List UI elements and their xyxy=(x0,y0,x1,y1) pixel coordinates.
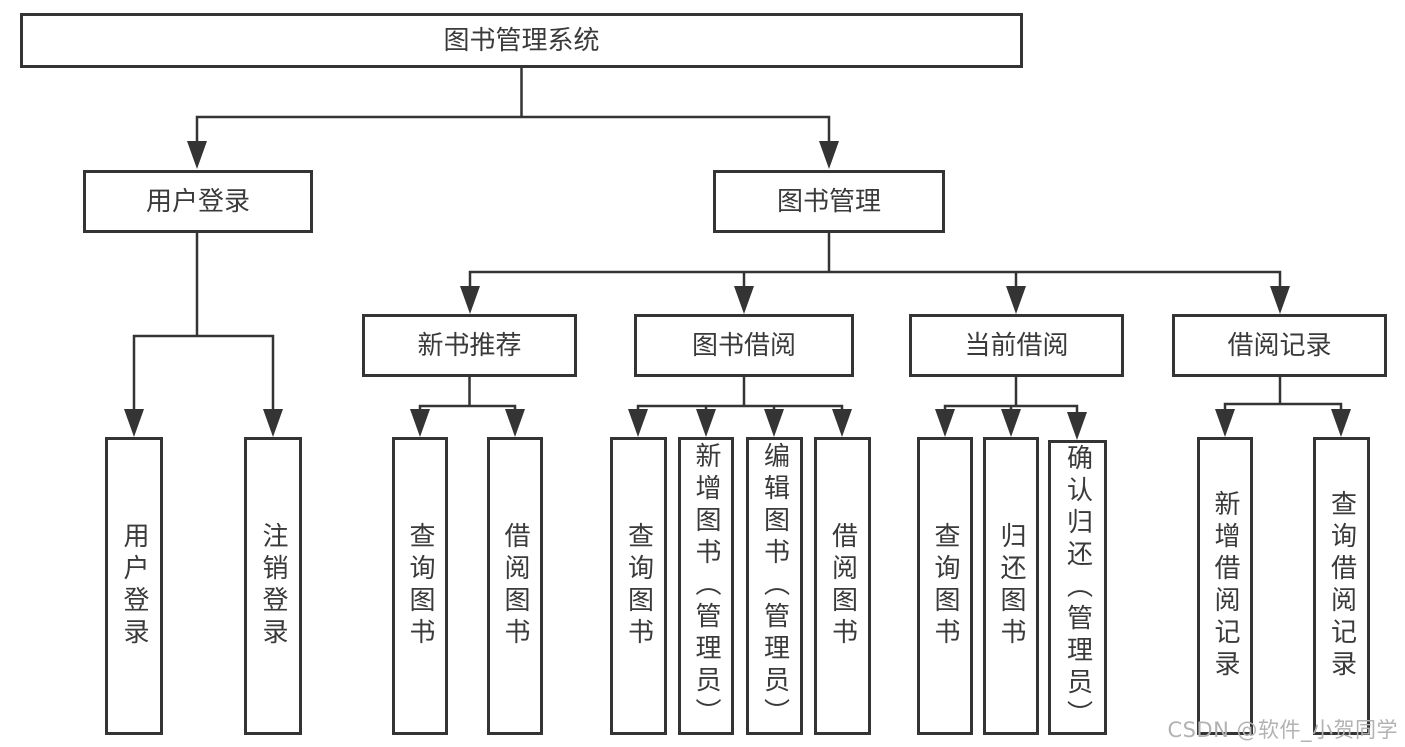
arrow-down-icon xyxy=(734,286,754,314)
arrow-down-icon xyxy=(1215,409,1235,437)
node-library-management-system: 图书管理系统 xyxy=(20,13,1023,68)
leaf-query-books-borrowing: 查询图书 xyxy=(610,437,667,735)
arrow-down-icon xyxy=(1331,409,1351,437)
arrow-down-icon xyxy=(764,409,784,437)
leaf-query-books-current: 查询图书 xyxy=(917,437,973,735)
node-book-borrowing: 图书借阅 xyxy=(634,314,854,377)
node-borrowing-records: 借阅记录 xyxy=(1172,314,1387,377)
arrow-down-icon xyxy=(832,409,852,437)
arrow-down-icon xyxy=(124,409,144,437)
leaf-borrow-books-borrowing: 借阅图书 xyxy=(814,437,871,735)
watermark: CSDN @软件_小贺同学 xyxy=(1167,718,1398,742)
leaf-user-login: 用户登录 xyxy=(105,437,163,735)
leaf-borrow-books-recommend: 借阅图书 xyxy=(487,437,543,735)
node-book-management: 图书管理 xyxy=(713,170,945,233)
arrowheads xyxy=(124,141,1351,440)
arrow-down-icon xyxy=(935,409,955,437)
connector-book-borrowing xyxy=(636,377,844,414)
arrow-down-icon xyxy=(263,409,283,437)
connector-new-book-recommend xyxy=(418,377,517,414)
node-new-book-recommend: 新书推荐 xyxy=(362,314,577,377)
arrow-down-icon xyxy=(1270,286,1290,314)
connector-user-login xyxy=(132,233,275,414)
leaf-add-borrow-record: 新增借阅记录 xyxy=(1197,437,1253,735)
arrow-down-icon xyxy=(696,409,716,437)
leaf-query-books-recommend: 查询图书 xyxy=(392,437,448,735)
arrow-down-icon xyxy=(460,286,480,314)
arrow-down-icon xyxy=(1067,412,1087,440)
leaf-confirm-return-admin: 确认归还（管理员） xyxy=(1048,440,1107,735)
leaf-query-borrow-record: 查询借阅记录 xyxy=(1313,437,1370,735)
connector-borrowing-records xyxy=(1223,377,1343,414)
leaf-logout-login: 注销登录 xyxy=(244,437,302,735)
arrow-down-icon xyxy=(187,141,207,169)
leaf-edit-book-admin: 编辑图书（管理员） xyxy=(746,437,803,735)
arrow-down-icon xyxy=(1006,286,1026,314)
connector-book-management xyxy=(468,233,1282,291)
node-user-login-group: 用户登录 xyxy=(83,170,313,233)
arrow-down-icon xyxy=(1001,409,1021,437)
connector-root xyxy=(195,68,831,146)
arrow-down-icon xyxy=(505,409,525,437)
leaf-add-book-admin: 新增图书（管理员） xyxy=(678,437,734,735)
arrow-down-icon xyxy=(628,409,648,437)
node-current-borrowing: 当前借阅 xyxy=(909,314,1124,377)
leaf-return-books: 归还图书 xyxy=(983,437,1039,735)
arrow-down-icon xyxy=(819,141,839,169)
arrow-down-icon xyxy=(410,409,430,437)
